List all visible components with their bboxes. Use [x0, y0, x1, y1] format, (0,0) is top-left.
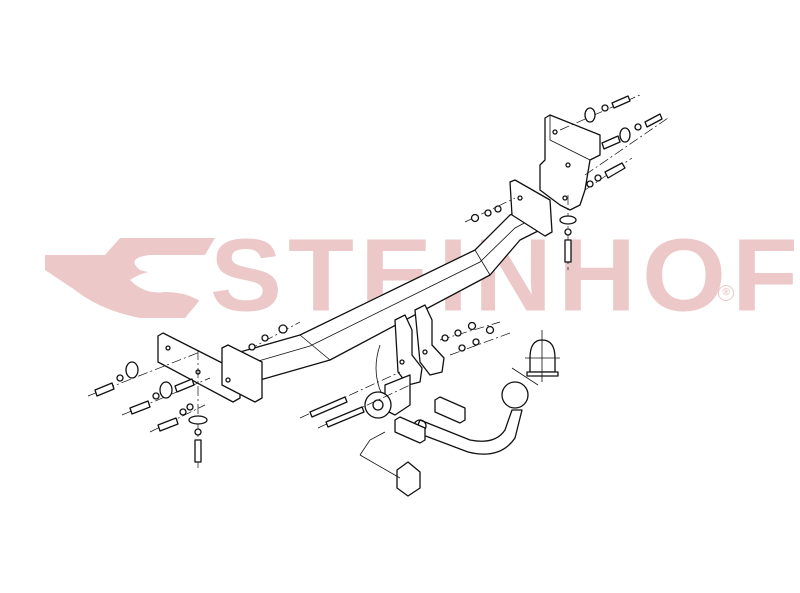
- crossbar-end-plate-right: [509, 179, 553, 237]
- crossbar: [239, 199, 551, 381]
- registered-trademark-icon: ®: [718, 285, 734, 301]
- long-bolts-center: [299, 371, 411, 429]
- right-mounting-bracket: [539, 114, 601, 211]
- tow-ball-cap: [511, 330, 560, 386]
- nuts-crossbar-right: [464, 197, 516, 223]
- steinhof-logo-icon: [45, 238, 215, 318]
- left-mounting-plates: [157, 332, 263, 403]
- electrical-socket: [359, 431, 421, 497]
- nuts-crossbar-left: [247, 321, 301, 351]
- socket-plate: [364, 374, 411, 419]
- bolts-left-plates: [87, 350, 211, 468]
- clamp-blocks: [394, 396, 466, 444]
- center-hanger-plates: [375, 304, 445, 401]
- tow-ball-neck: [413, 381, 529, 455]
- bolts-right-bracket: [559, 94, 669, 270]
- nuts-center-plates: [439, 321, 511, 356]
